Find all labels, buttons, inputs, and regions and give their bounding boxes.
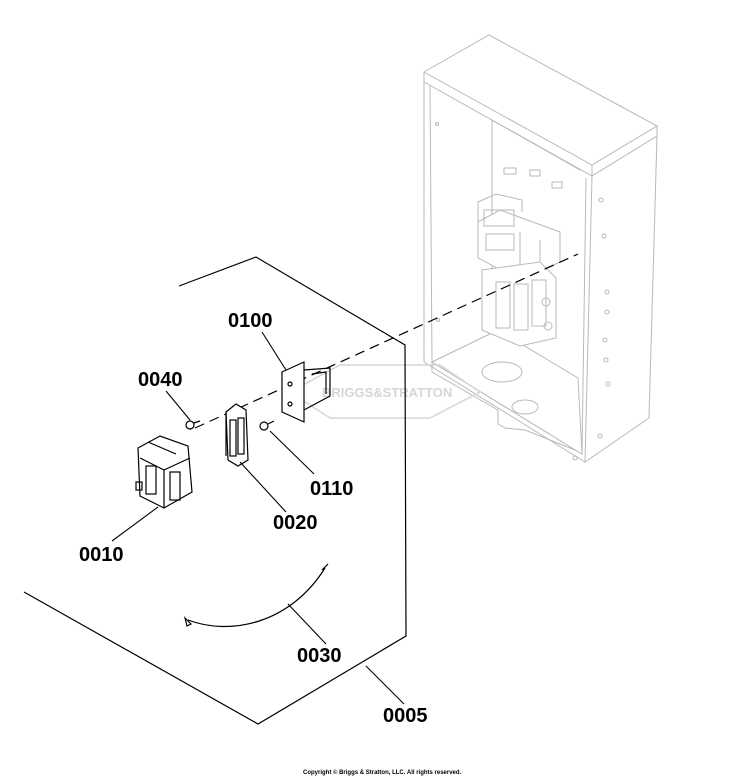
callout-0110[interactable]: 0110 [310, 478, 353, 500]
callout-0020[interactable]: 0020 [273, 512, 318, 534]
leader-0030 [287, 603, 327, 645]
callout-0040[interactable]: 0040 [138, 369, 183, 391]
kit-outline [23, 256, 407, 725]
callout-0100[interactable]: 0100 [228, 310, 273, 332]
leader-0020 [239, 461, 287, 513]
breaker-hold-down-clip [225, 403, 249, 467]
leader-0040 [165, 390, 191, 421]
leader-0010 [111, 506, 159, 542]
mounting-bracket [281, 361, 331, 423]
assembly-alignment-line [194, 253, 579, 429]
copyright-notice: Copyright © Briggs & Stratton, LLC. All … [303, 769, 462, 776]
leader-0110 [269, 430, 315, 475]
brand-watermark: BRIGGS&STRATTON [288, 364, 482, 419]
screw-0040 [185, 420, 201, 430]
leader-0100 [261, 331, 287, 371]
callout-0030[interactable]: 0030 [297, 645, 342, 667]
callout-0010[interactable]: 0010 [79, 544, 124, 566]
screw-0110 [259, 420, 275, 431]
watermark-text: BRIGGS&STRATTON [322, 385, 452, 400]
wire-harness [183, 563, 329, 628]
leader-0005 [365, 665, 405, 705]
transfer-switch-enclosure [422, 34, 659, 463]
circuit-breaker [135, 435, 193, 509]
callout-0005[interactable]: 0005 [383, 705, 428, 727]
